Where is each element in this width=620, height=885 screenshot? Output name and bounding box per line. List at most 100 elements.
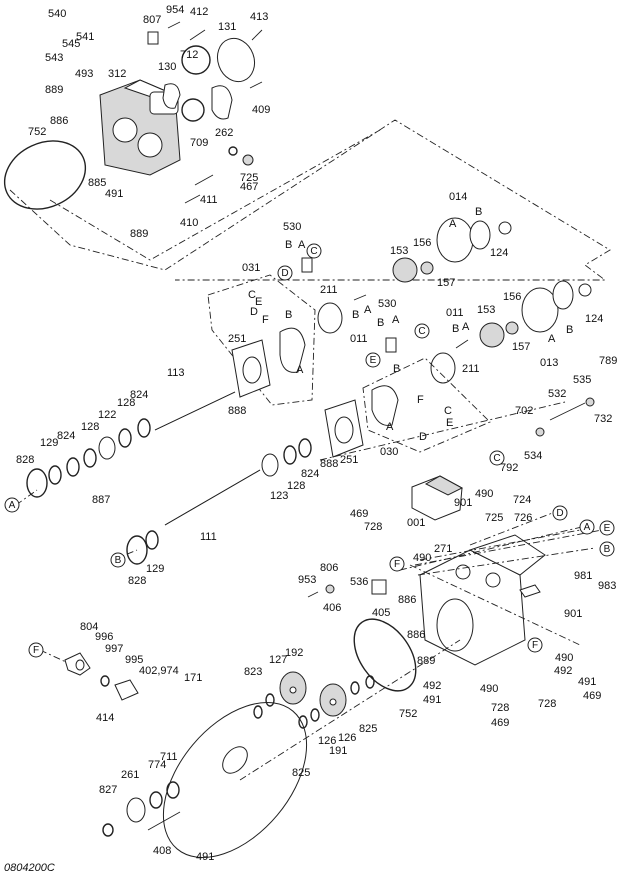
part-label-824c: 824 — [301, 468, 319, 480]
callout-letter: C — [310, 246, 317, 257]
sub-letter-b: B — [352, 309, 359, 321]
o-ring-711 — [166, 781, 180, 799]
part-label-412: 412 — [190, 6, 208, 18]
part-label-153b: 153 — [477, 304, 495, 316]
sub-letter-d: D — [250, 306, 258, 318]
sub-letter-d: D — [419, 431, 427, 443]
part-label-824a: 824 — [130, 389, 148, 401]
gear-cover-171 — [162, 702, 308, 858]
callout-d-3: D — [277, 265, 293, 281]
part-label-536: 536 — [350, 576, 368, 588]
part-label-804: 804 — [80, 621, 98, 633]
part-label-262: 262 — [215, 127, 233, 139]
sub-letter-f: F — [417, 394, 424, 406]
part-label-888a: 888 — [228, 405, 246, 417]
callout-circle — [599, 520, 615, 536]
part-label-491d: 491 — [196, 851, 214, 863]
plug-467 — [242, 154, 254, 166]
part-label-711: 711 — [160, 751, 178, 763]
pin-011-left — [353, 294, 367, 301]
part-label-887: 887 — [92, 494, 110, 506]
part-label-402-974: 402,974 — [139, 665, 179, 677]
sub-letter-a: A — [392, 314, 400, 326]
sub-letter-e: E — [446, 417, 453, 429]
part-label-413: 413 — [250, 11, 268, 23]
callout-b-10: B — [599, 541, 615, 557]
part-label-543: 543 — [45, 52, 63, 64]
part-label-030: 030 — [380, 446, 398, 458]
part-label-493: 493 — [75, 68, 93, 80]
block-536 — [371, 579, 387, 595]
part-label-128c: 128 — [287, 480, 305, 492]
callout-circle — [489, 450, 505, 466]
part-label-469a: 469 — [350, 508, 368, 520]
part-label-157b: 157 — [512, 341, 530, 353]
callout-letter: B — [115, 555, 122, 566]
part-label-271: 271 — [434, 543, 452, 555]
part-label-889c: 889 — [417, 655, 435, 667]
sub-letter-b: B — [285, 309, 292, 321]
bolt-411 — [194, 174, 214, 186]
drawing-code: 0804200C — [4, 862, 55, 874]
part-label-886b: 886 — [398, 594, 416, 606]
part-label-885: 885 — [88, 177, 106, 189]
port-block-804 — [64, 652, 91, 676]
part-label-408: 408 — [153, 845, 171, 857]
pin-953 — [307, 591, 319, 598]
sub-letter-b: B — [452, 323, 459, 335]
part-label-127: 127 — [269, 654, 287, 666]
part-label-491a: 491 — [105, 188, 123, 200]
part-label-211b: 211 — [462, 363, 480, 375]
part-label-530a: 530 — [283, 221, 301, 233]
callout-circle — [110, 552, 126, 568]
part-label-014: 014 — [449, 191, 467, 203]
part-label-251b: 251 — [340, 454, 358, 466]
plate-262 — [211, 85, 233, 120]
part-label-824b: 824 — [57, 430, 75, 442]
part-label-128a: 128 — [117, 397, 135, 409]
part-label-001: 001 — [407, 517, 425, 529]
flange-251-upper — [231, 339, 271, 398]
callout-letter: F — [394, 559, 400, 570]
gasket-752-upper — [3, 140, 87, 210]
sub-letter-b: B — [377, 317, 384, 329]
sub-letter-b: B — [393, 363, 400, 375]
bearing-123 — [261, 453, 279, 477]
part-label-828b: 828 — [128, 575, 146, 587]
part-label-545: 545 — [62, 38, 80, 50]
sub-letter-a: A — [364, 304, 372, 316]
part-label-901a: 901 — [454, 497, 472, 509]
part-label-129a: 129 — [40, 437, 58, 449]
gear-192 — [279, 671, 307, 705]
callout-c-4: C — [414, 323, 430, 339]
callout-letter: A — [9, 500, 16, 511]
callout-a-8: A — [579, 519, 595, 535]
callout-circle — [277, 265, 293, 281]
phantom-frame-lines — [9, 119, 611, 281]
part-label-261: 261 — [121, 769, 139, 781]
o-ring-709 — [181, 98, 205, 122]
part-label-131: 131 — [218, 21, 236, 33]
snap-ring-828-a — [26, 468, 48, 498]
part-label-825b: 825 — [359, 723, 377, 735]
part-label-130: 130 — [158, 61, 176, 73]
part-label-128b: 128 — [81, 421, 99, 433]
part-label-724: 724 — [513, 494, 531, 506]
part-label-411: 411 — [200, 194, 218, 206]
callout-letter: A — [584, 522, 591, 533]
ring-128-b — [118, 428, 132, 448]
pin-807 — [147, 31, 159, 45]
part-label-995: 995 — [125, 654, 143, 666]
part-label-725a: 725 — [240, 172, 258, 184]
part-label-997: 997 — [105, 643, 123, 655]
part-label-122: 122 — [98, 409, 116, 421]
swash-plate-211-left — [317, 302, 343, 334]
part-label-712: 712 — [180, 49, 198, 61]
part-label-709: 709 — [190, 137, 208, 149]
plug-806 — [325, 584, 335, 594]
part-label-728c: 728 — [491, 702, 509, 714]
part-label-490b: 490 — [413, 552, 431, 564]
part-label-467: 467 — [240, 181, 258, 193]
